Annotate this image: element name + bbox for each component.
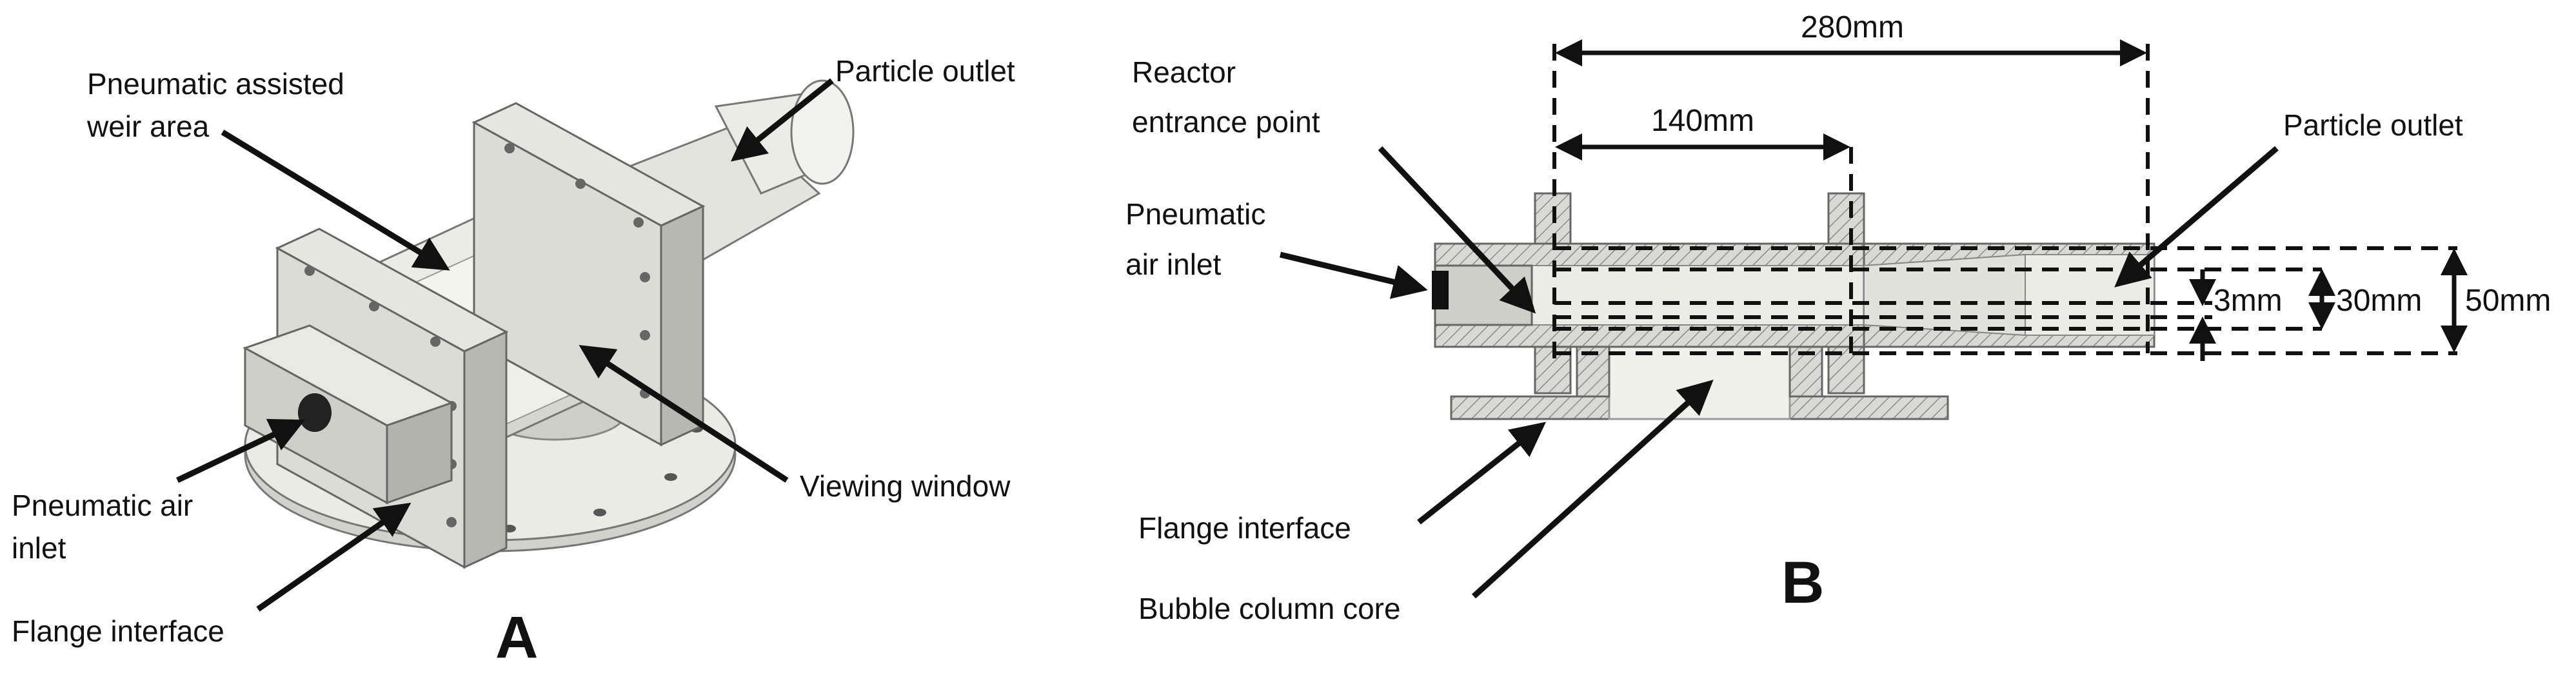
label-air-inlet-a-line1: Pneumatic air [12,489,193,522]
dim-text-50: 50mm [2465,284,2551,318]
arrow-air-inlet-a [176,418,306,483]
label-flange-a: Flange interface [12,614,224,648]
rear-plate [471,102,706,447]
panel-a: Pneumatic assisted weir area Particle ou… [12,54,1015,670]
label-air-inlet-b-line2: air inlet [1125,248,1222,281]
arrow-outlet-a [730,78,834,162]
label-particle-outlet-a: Particle outlet [835,54,1015,88]
panel-letter-b: B [1781,550,1824,616]
label-particle-outlet-b: Particle outlet [2283,108,2463,142]
air-inlet-port-b [1432,271,1449,309]
arrow-reactor [1378,146,1536,314]
panel-letter-a: A [495,605,538,670]
label-air-inlet-a-line2: inlet [12,531,66,565]
label-reactor-line2: entrance point [1132,105,1320,139]
panel-b: Reactor entrance point Pneumatic air inl… [1125,10,2551,625]
dim-text-140: 140mm [1651,104,1754,138]
dim-text-3: 3mm [2214,284,2283,318]
label-flange-b: Flange interface [1138,511,1351,545]
arrow-weir [221,130,450,271]
label-air-inlet-b-line1: Pneumatic [1125,197,1265,231]
dim-text-280: 280mm [1801,10,1904,44]
outlet-cone-section [1863,242,2155,348]
arrow-flange-a [256,502,411,612]
dim-text-30: 30mm [2336,284,2422,318]
label-window: Viewing window [800,469,1011,503]
arrow-flange-b [1417,422,1547,525]
arrow-bubble [1471,379,1714,599]
arrow-window [579,345,789,483]
channel-section [1432,242,1865,348]
label-bubble: Bubble column core [1138,592,1401,625]
label-weir-line2: weir area [86,110,210,143]
arrow-outlet-b [2114,146,2279,288]
arrow-air-inlet-b [1279,251,1428,299]
air-inlet-port [298,393,332,432]
label-weir-line1: Pneumatic assisted [87,67,344,101]
inlet-block [243,324,454,505]
label-reactor-line1: Reactor [1132,55,1236,89]
